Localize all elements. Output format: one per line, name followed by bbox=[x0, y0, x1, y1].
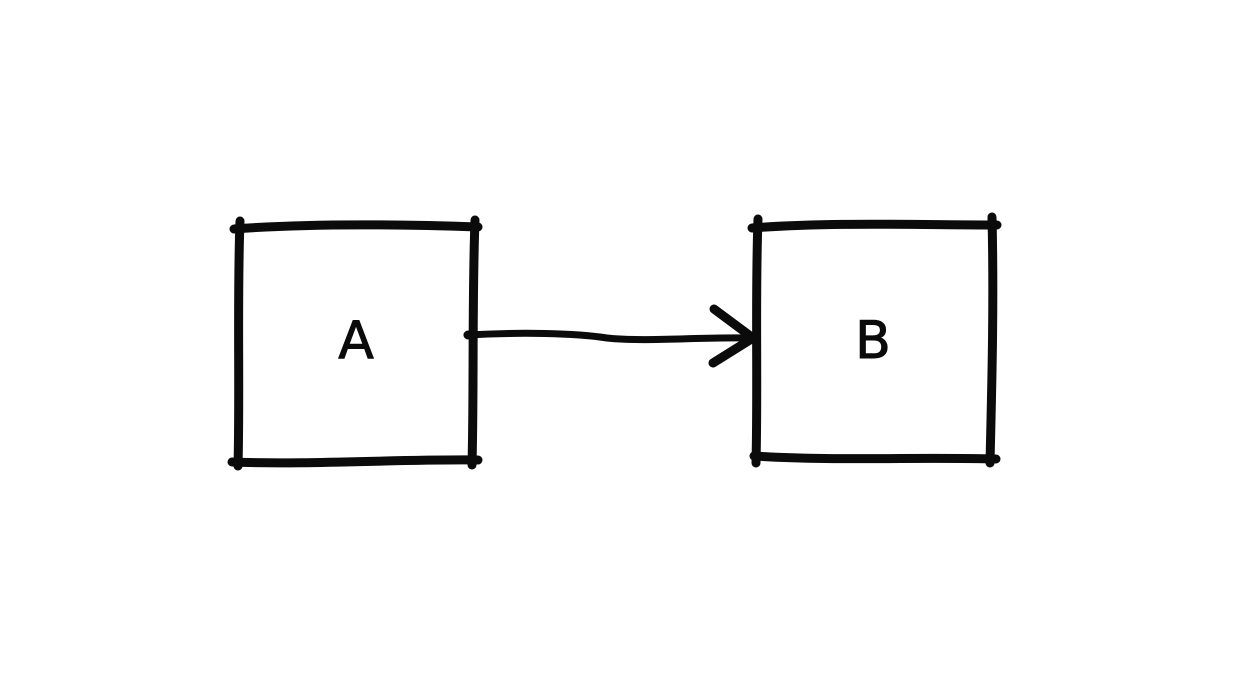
node-b-right-edge bbox=[985, 212, 998, 468]
node-b-bottom-edge bbox=[749, 451, 1001, 464]
node-a-label: A bbox=[338, 311, 374, 371]
node-b-left-edge bbox=[751, 214, 763, 468]
node-a-left-edge bbox=[233, 216, 245, 471]
arrow-shaft bbox=[463, 329, 752, 344]
node-a-right-edge bbox=[467, 215, 480, 470]
node-a[interactable]: A bbox=[227, 215, 483, 471]
node-b-top-edge bbox=[747, 219, 1002, 233]
node-a-bottom-edge bbox=[227, 455, 483, 468]
node-b-label: B bbox=[855, 311, 891, 371]
diagram-ink: A B bbox=[227, 212, 1002, 471]
node-b[interactable]: B bbox=[747, 212, 1002, 468]
node-a-top-edge bbox=[229, 220, 483, 234]
arrow-start-dot bbox=[463, 330, 473, 340]
edge-a-to-b[interactable] bbox=[463, 304, 758, 368]
